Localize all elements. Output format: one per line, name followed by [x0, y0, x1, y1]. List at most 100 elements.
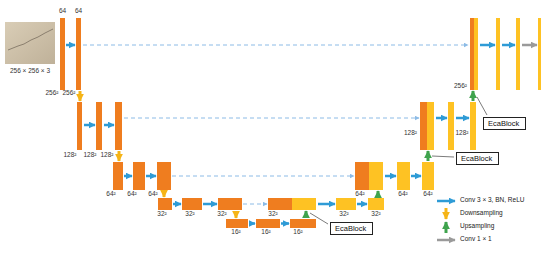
feature-map: [60, 18, 65, 90]
legend-row: Downsampling: [460, 210, 503, 217]
size-label: 16²: [231, 229, 240, 236]
size-label: 64²: [106, 191, 115, 198]
legend-text: Conv 3 × 3, BN, ReLU: [460, 197, 525, 204]
feature-map: [470, 102, 476, 150]
size-label: 32²: [157, 211, 166, 218]
eca-block: EcaBlock: [483, 117, 526, 130]
conv-arrow: [480, 44, 495, 47]
size-label: 32²: [185, 211, 194, 218]
block-label: EcaBlock: [461, 154, 494, 163]
conv-arrow: [411, 175, 421, 178]
size-label: 128²: [404, 130, 417, 137]
downsample-arrow: [118, 151, 121, 161]
conv-arrow: [502, 44, 515, 47]
feature-map: [158, 198, 172, 210]
block-label: EcaBlock: [335, 224, 368, 233]
conv-arrow: [104, 124, 114, 127]
feature-map: [115, 102, 122, 150]
conv-arrow: [357, 203, 367, 206]
feature-map: [368, 198, 384, 210]
size-label: 64²: [398, 191, 407, 198]
size-label: 64²: [148, 191, 157, 198]
size-label: 256²: [454, 83, 467, 90]
input-image: [5, 22, 55, 64]
legend-row: Upsampling: [460, 223, 494, 230]
skip-connection: [243, 204, 267, 205]
size-label: 128²: [455, 130, 468, 137]
feature-map: [218, 198, 242, 210]
feature-map: [77, 102, 82, 150]
leader-line: [477, 97, 487, 115]
size-label: 16²: [293, 229, 302, 236]
feature-map: [157, 162, 171, 190]
feature-map: [496, 18, 500, 90]
conv1x1-arrow: [522, 44, 537, 47]
feature-map: [336, 198, 356, 210]
feature-map: [292, 198, 316, 210]
size-label: 32²: [217, 211, 226, 218]
conv-arrow: [281, 222, 289, 225]
size-label: 256 × 256 × 3: [10, 68, 50, 75]
conv-arrow: [203, 203, 217, 206]
conv-arrow: [436, 117, 447, 120]
feature-map: [113, 162, 123, 190]
conv-arrow: [318, 203, 335, 206]
upsample-arrow: [377, 191, 380, 197]
skip-connection: [172, 176, 354, 177]
feature-map: [422, 162, 434, 190]
legend-row: Conv 3 × 3, BN, ReLU: [460, 197, 525, 204]
feature-map: [226, 219, 248, 228]
conv-arrow: [385, 175, 396, 178]
size-label: 256²: [45, 90, 58, 97]
feature-map: [369, 162, 383, 190]
conv-arrow: [249, 222, 255, 225]
size-label: 256²: [62, 90, 75, 97]
conv-arrow: [124, 175, 132, 178]
legend-sample: [437, 239, 455, 242]
leader-line: [432, 156, 454, 157]
size-label: 32²: [268, 211, 277, 218]
size-label: 64²: [423, 191, 432, 198]
crack-line: [8, 29, 53, 50]
size-label: 16²: [261, 229, 270, 236]
feature-map: [76, 18, 81, 90]
feature-map: [448, 102, 454, 150]
size-label: 128²: [100, 152, 113, 159]
legend-text: Downsampling: [460, 210, 503, 217]
size-label: 64²: [355, 191, 364, 198]
feature-map: [470, 18, 474, 90]
feature-map: [474, 18, 478, 90]
size-label: 128²: [63, 152, 76, 159]
size-label: 32²: [339, 211, 348, 218]
downsample-arrow: [79, 91, 82, 101]
eca-block: EcaBlock: [456, 152, 499, 165]
eca-block: EcaBlock: [330, 222, 373, 235]
upsample-arrow: [305, 211, 308, 218]
downsample-arrow: [235, 211, 238, 218]
leader-line: [310, 213, 328, 224]
conv-arrow: [84, 124, 95, 127]
upsample-arrow: [427, 151, 430, 161]
skip-connection: [124, 118, 419, 119]
feature-map: [133, 162, 145, 190]
block-label: EcaBlock: [488, 119, 521, 128]
conv-arrow: [66, 44, 75, 47]
legend-sample: [437, 200, 455, 203]
legend-sample: [445, 222, 448, 233]
size-label: 64: [59, 8, 66, 15]
feature-map: [256, 219, 280, 228]
upsample-arrow: [472, 91, 475, 101]
feature-map: [268, 198, 292, 210]
feature-map: [427, 102, 434, 150]
feature-map: [96, 102, 102, 150]
legend-sample: [445, 208, 448, 219]
feature-map: [538, 18, 541, 90]
size-label: 32²: [371, 211, 380, 218]
legend-text: Conv 1 × 1: [460, 236, 492, 243]
size-label: 128²: [83, 152, 96, 159]
feature-map: [516, 18, 520, 90]
conv-arrow: [173, 203, 181, 206]
conv-arrow: [146, 175, 156, 178]
